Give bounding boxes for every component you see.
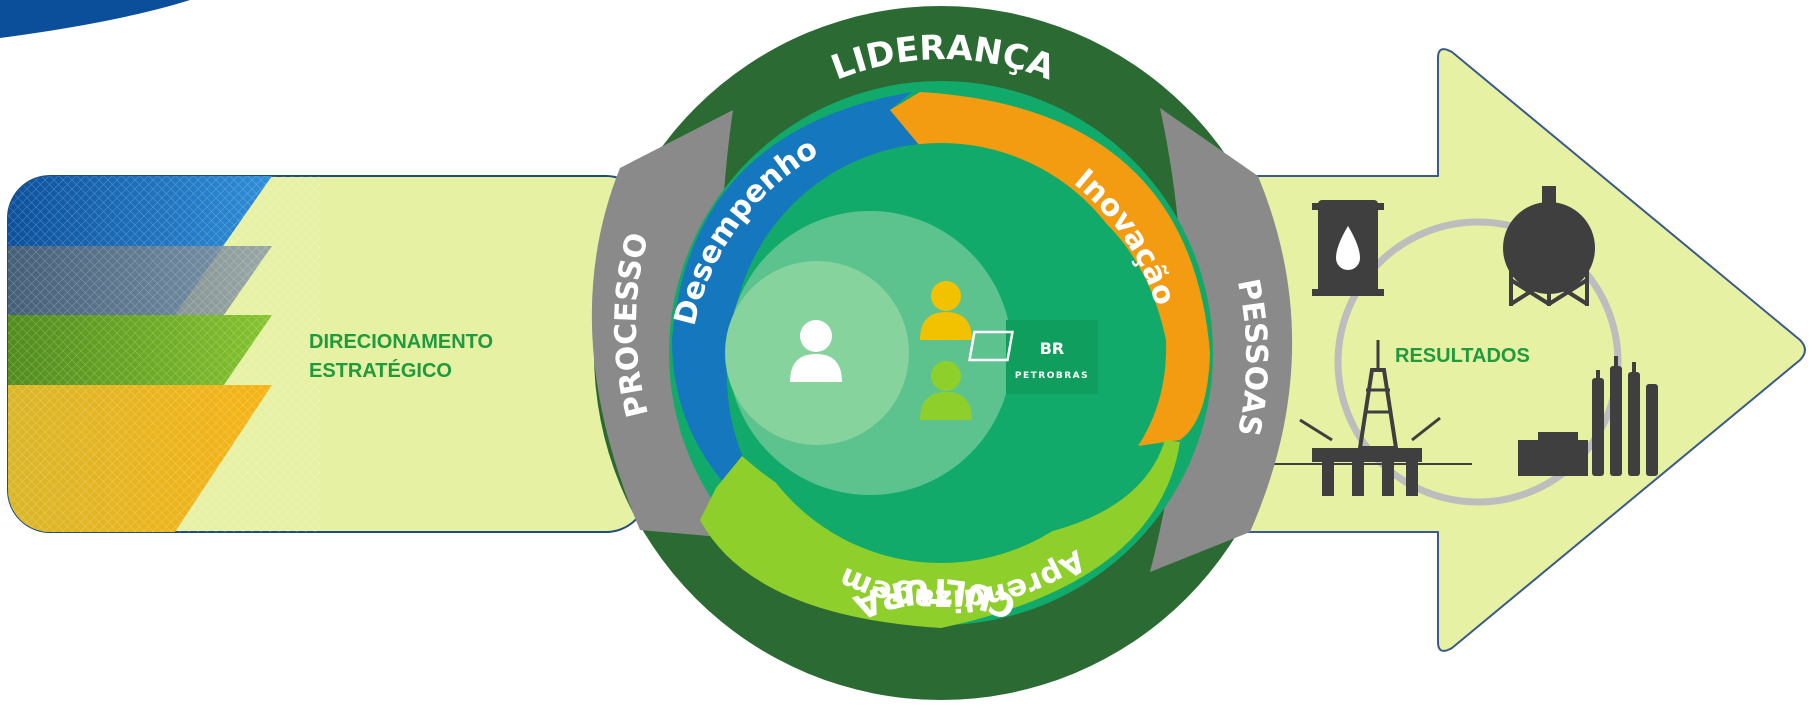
strategic-direction-label: DIRECIONAMENTO ESTRATÉGICO — [309, 328, 493, 386]
results-arrow — [1149, 48, 1806, 652]
gas-tank-icon — [1503, 186, 1595, 306]
results-label: RESULTADOS — [1395, 345, 1530, 367]
person-icon — [920, 361, 972, 420]
innovation-segment — [890, 92, 1210, 446]
performance-segment — [672, 92, 930, 495]
oil-barrel-icon — [1312, 200, 1384, 296]
individual-circle — [725, 261, 909, 445]
person-icon — [920, 281, 972, 340]
person-icon — [790, 320, 842, 382]
strategic-direction-line1: DIRECIONAMENTO — [309, 331, 494, 353]
svg-text:PETROBRAS: PETROBRAS — [1015, 371, 1089, 381]
learning-segment — [700, 440, 1180, 628]
refinery-icon — [1518, 356, 1658, 476]
petrobras-logo: BR PETROBRAS — [968, 320, 1098, 394]
strategy-bands — [8, 176, 320, 532]
svg-text:BR: BR — [1040, 339, 1065, 358]
strategic-direction-line2: ESTRATÉGICO — [309, 360, 452, 382]
oil-platform-icon — [1252, 340, 1472, 496]
corner-swoosh — [0, 0, 190, 38]
